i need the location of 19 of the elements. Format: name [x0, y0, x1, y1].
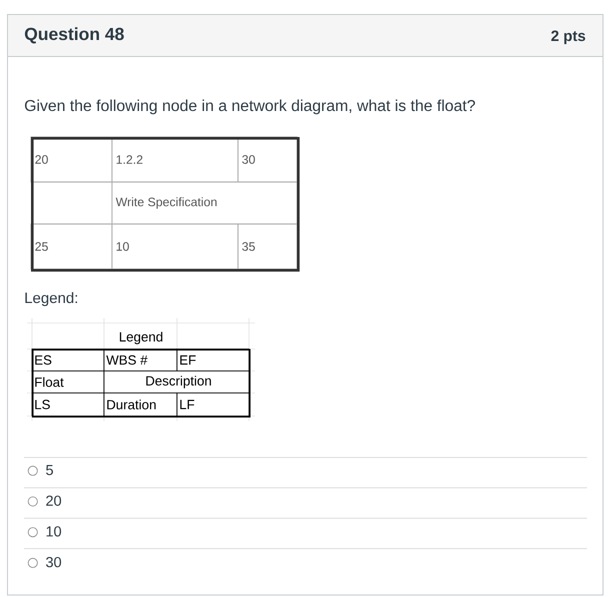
table-cell: LF — [176, 392, 250, 416]
question-title: Question 48 — [24, 27, 124, 44]
table-cell: Duration — [104, 392, 178, 416]
table-cell: 30 — [238, 136, 298, 182]
table-cell: LS — [32, 392, 104, 416]
table-heading: Legend — [120, 332, 162, 344]
points-label: 2 pts — [551, 30, 586, 44]
table-cell: 25 — [30, 224, 112, 270]
table-cell: Float — [32, 370, 104, 394]
answer-option: 20 — [46, 496, 62, 506]
table-cell: WBS # — [104, 348, 178, 372]
answer-option: 10 — [46, 526, 62, 537]
table-cell: EF — [176, 348, 250, 372]
answer-option: 30 — [46, 556, 62, 568]
table-cell: 35 — [238, 224, 298, 270]
table-cell: 20 — [30, 136, 112, 182]
answer-option: 5 — [46, 465, 53, 476]
question-text: Given the following node in a network diagram, what is the float? — [25, 100, 475, 114]
legend-heading: Legend: — [25, 292, 78, 306]
